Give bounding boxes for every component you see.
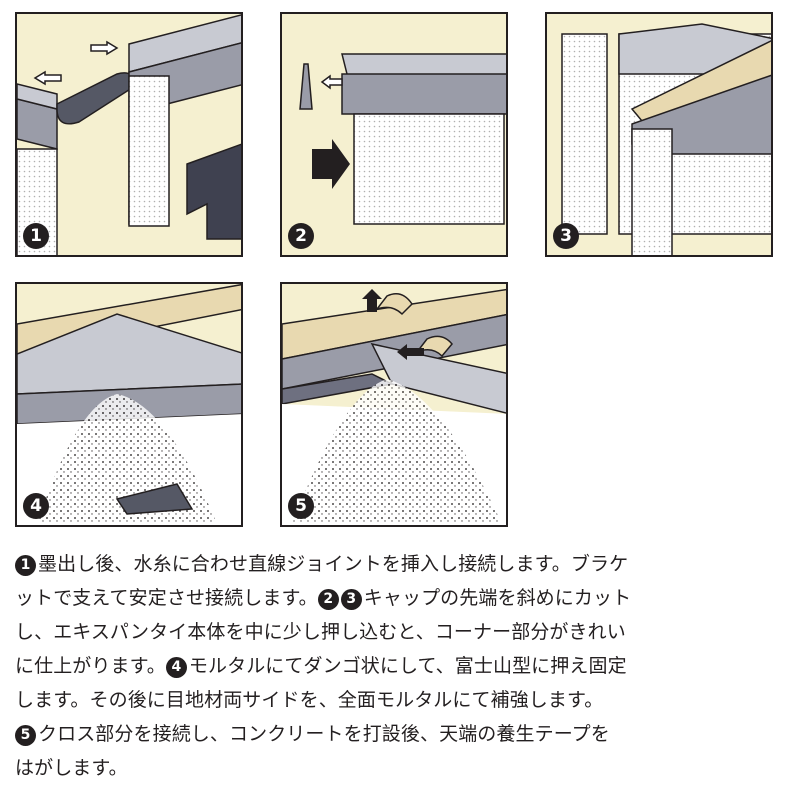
- step-number-badge: 5: [288, 493, 314, 519]
- peel-arrow-icon: [362, 289, 382, 312]
- instruction-text: はがします。: [15, 757, 128, 779]
- instruction-line: はがします。: [15, 751, 790, 785]
- step-number-badge: 3: [340, 589, 362, 610]
- step-4-panel: 4: [15, 282, 243, 527]
- step-number-badge: 4: [23, 493, 49, 519]
- cap-cutting-illustration: [299, 53, 506, 225]
- step-5-panel: 5: [280, 282, 508, 527]
- step-1-panel: 1: [15, 12, 243, 257]
- cross-connection-illustration: [282, 288, 506, 525]
- instruction-text: します。その後に目地材両サイドを、全面モルタルにて補強します。: [15, 689, 604, 711]
- instruction-line: し、エキスパンタイ本体を中に少し押し込むと、コーナー部分がきれい: [15, 615, 790, 649]
- instruction-text: クロス部分を接続し、コンクリートを打設後、天端の養生テープを: [38, 723, 610, 745]
- step-number-badge: 3: [553, 223, 579, 249]
- instruction-text: に仕上がります。: [15, 655, 166, 677]
- instruction-text: キャップの先端を斜めにカット: [363, 587, 632, 609]
- step-2-panel: 2: [280, 12, 508, 257]
- joint-insertion-illustration: [17, 14, 241, 255]
- step-3-panel: 3: [545, 12, 773, 257]
- mortar-fixing-illustration: [17, 284, 241, 525]
- step-number-badge: 2: [317, 589, 339, 610]
- step-number-badge: 5: [15, 725, 36, 746]
- push-arrow-icon: [312, 139, 350, 189]
- instruction-text: し、エキスパンタイ本体を中に少し押し込むと、コーナー部分がきれい: [15, 621, 626, 643]
- step-number-badge: 2: [288, 223, 314, 249]
- arrow-left-icon: [320, 74, 343, 90]
- instruction-line: します。その後に目地材両サイドを、全面モルタルにて補強します。: [15, 683, 790, 717]
- instruction-text: ットで支えて安定させ接続します。: [15, 587, 318, 609]
- peel-arrow-icon: [397, 344, 424, 360]
- arrow-right-icon: [90, 40, 119, 56]
- step-number-badge: 1: [15, 555, 36, 576]
- instruction-text: モルタルにてダンゴ状にして、富士山型に押え固定: [188, 655, 627, 677]
- arrow-left-icon: [33, 70, 62, 86]
- step-number-badge: 1: [23, 223, 49, 249]
- corner-fitting-illustration: [561, 23, 771, 255]
- step-number-badge: 4: [165, 657, 187, 678]
- instruction-text: 墨出し後、水糸に合わせ直線ジョイントを挿入し接続します。ブラケ: [38, 553, 629, 575]
